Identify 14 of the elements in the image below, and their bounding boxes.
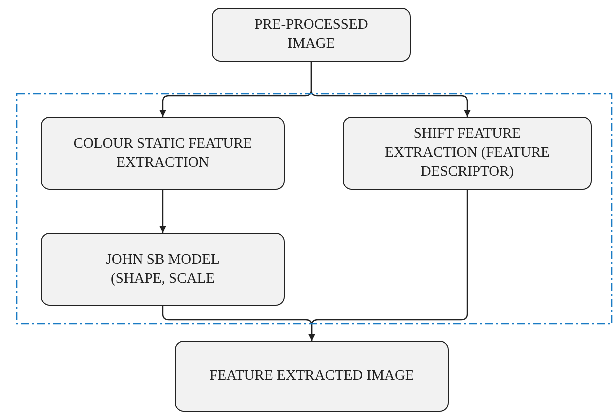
box-label: COLOUR STATIC FEATURE EXTRACTION [72,134,254,172]
box-label: JOHN SB MODEL (SHAPE, SCALE [105,250,221,288]
process-box [212,8,411,62]
process-box [41,233,285,306]
process-box [41,117,285,190]
box-label: PRE-PROCESSED IMAGE [254,16,370,54]
arrow [160,190,166,233]
process-box [175,341,449,412]
arrow [308,190,468,341]
group-frame [17,94,612,324]
box-label: FEATURE EXTRACTED IMAGE [210,367,414,386]
process-box [343,117,592,190]
box-label: SHIFT FEATURE EXTRACTION (FEATURE DESCRIPTOR) [384,125,551,182]
arrow [310,62,471,117]
